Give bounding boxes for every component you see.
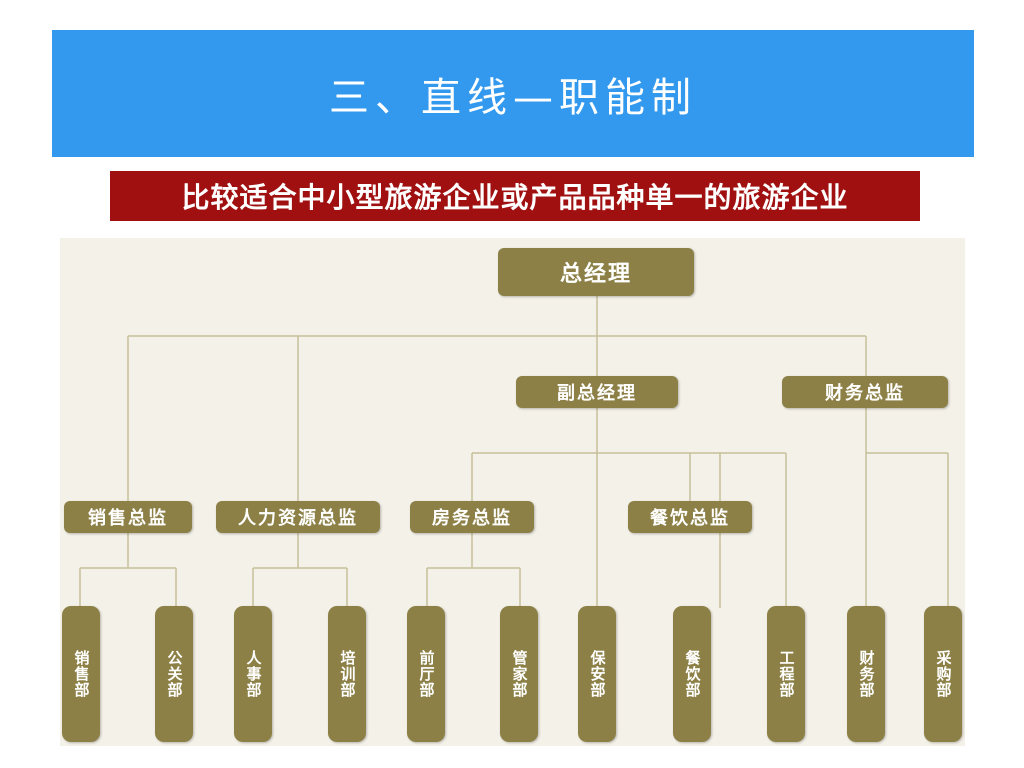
box-dept-finance: 财务部 bbox=[847, 606, 885, 742]
box-dept-front-office: 前厅部 bbox=[407, 606, 445, 742]
box-rooms-director: 房务总监 bbox=[410, 501, 534, 533]
box-dept-housekeeping: 管家部 bbox=[500, 606, 538, 742]
org-chart-connectors bbox=[79, 296, 949, 608]
box-sales-director: 销售总监 bbox=[64, 501, 192, 533]
subtitle-banner: 比较适合中小型旅游企业或产品品种单一的旅游企业 bbox=[110, 171, 920, 221]
org-chart: 总经理 副总经理 财务总监 销售总监 人力资源总监 房务总监 餐饮总监 销售部 … bbox=[60, 238, 965, 746]
box-dept-training: 培训部 bbox=[328, 606, 366, 742]
box-deputy-gm: 副总经理 bbox=[516, 376, 678, 408]
box-dept-engineering: 工程部 bbox=[767, 606, 805, 742]
box-dept-purchasing: 采购部 bbox=[924, 606, 962, 742]
box-dept-security: 保安部 bbox=[578, 606, 616, 742]
box-general-manager: 总经理 bbox=[498, 248, 694, 296]
box-fnb-director: 餐饮总监 bbox=[628, 501, 752, 533]
box-dept-fnb: 餐饮部 bbox=[673, 606, 711, 742]
box-dept-pr: 公关部 bbox=[155, 606, 193, 742]
box-dept-personnel: 人事部 bbox=[234, 606, 272, 742]
box-dept-sales: 销售部 bbox=[62, 606, 100, 742]
box-finance-director: 财务总监 bbox=[782, 376, 948, 408]
box-hr-director: 人力资源总监 bbox=[216, 501, 380, 533]
page-title: 三、直线—职能制 bbox=[329, 74, 697, 121]
title-bar: 三、直线—职能制 bbox=[52, 30, 974, 157]
